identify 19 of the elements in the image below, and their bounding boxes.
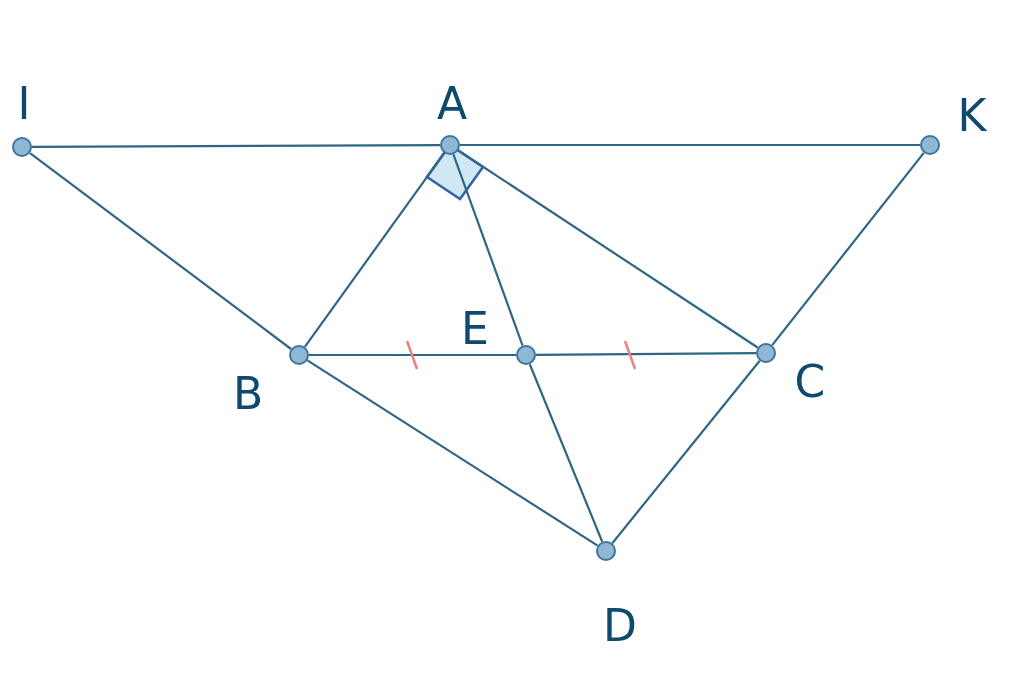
line-segment bbox=[457, 149, 759, 349]
line-segment bbox=[29, 152, 292, 350]
line-segment bbox=[460, 143, 920, 147]
line-segment bbox=[309, 353, 516, 357]
point-label: B bbox=[233, 372, 264, 416]
point-label: C bbox=[794, 360, 826, 404]
point-label: A bbox=[437, 82, 468, 126]
point-label: K bbox=[957, 94, 987, 138]
line-segment bbox=[771, 152, 925, 346]
line-segment bbox=[452, 154, 524, 346]
line-segment bbox=[303, 152, 446, 348]
line-segment bbox=[32, 143, 440, 149]
line-segment bbox=[306, 359, 599, 547]
line-segment bbox=[528, 363, 604, 543]
point-label: I bbox=[17, 82, 31, 126]
line-segment bbox=[536, 352, 756, 356]
point-label: E bbox=[461, 307, 489, 351]
line-segment bbox=[611, 360, 761, 544]
point-label: D bbox=[603, 604, 637, 648]
